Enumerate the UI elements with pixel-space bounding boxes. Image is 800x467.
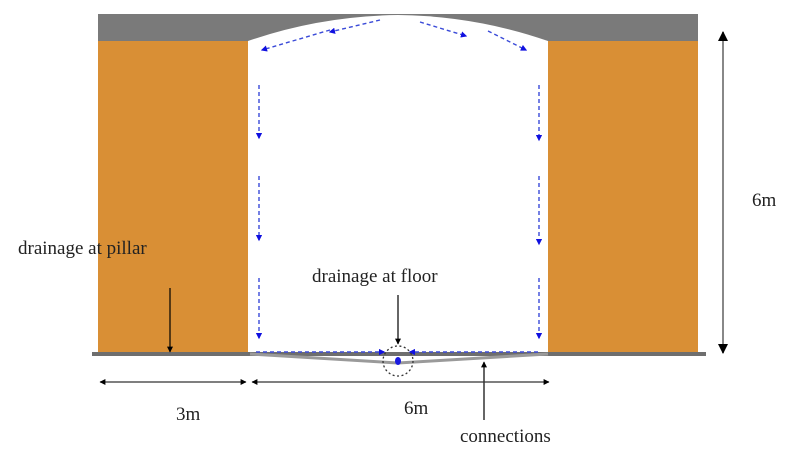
pillar-width-label: 3m [176, 404, 201, 425]
left-pillar [98, 41, 248, 353]
connections-label: connections [460, 426, 551, 447]
right-pillar [548, 41, 698, 353]
drain-point-icon [382, 345, 414, 377]
drainage-pillar-label: drainage at pillar [18, 238, 147, 259]
tunnel-opening [248, 15, 548, 353]
flow-arrows [255, 19, 543, 356]
height-label: 6m [752, 190, 777, 211]
floor-line [92, 352, 706, 356]
drainage-floor-label: drainage at floor [312, 266, 438, 287]
tunnel-width-label: 6m [404, 398, 429, 419]
